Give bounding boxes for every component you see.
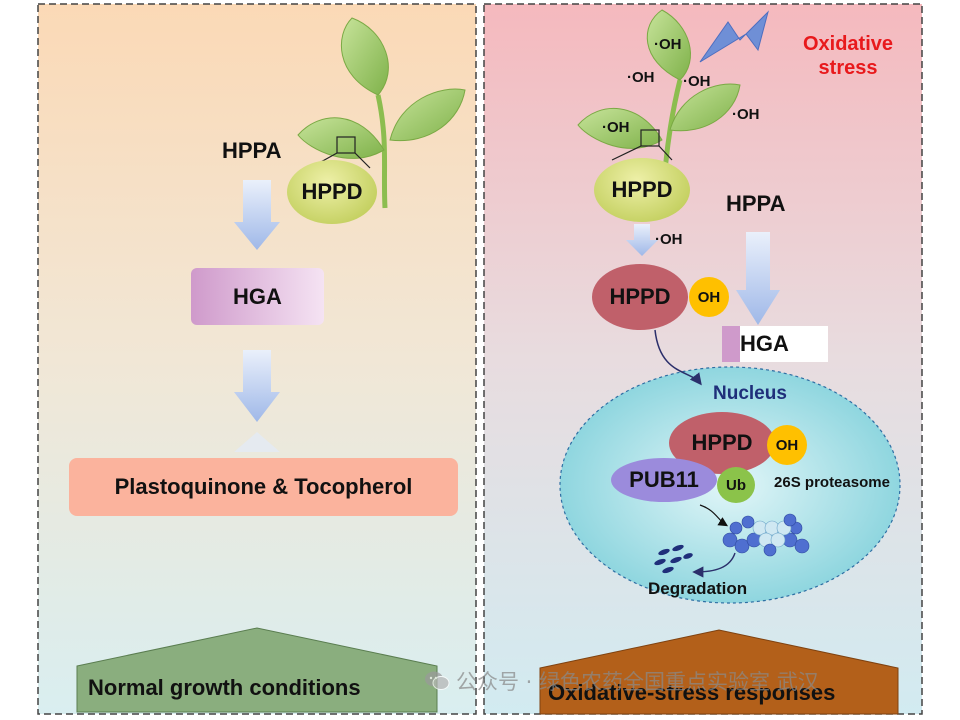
right-plant-icon bbox=[577, 9, 741, 201]
oh-badge-2: OH bbox=[767, 425, 807, 465]
hydroxyl-radical-4: ·OH bbox=[732, 106, 760, 123]
hydroxyl-radical-5: ·OH bbox=[602, 119, 630, 136]
nucleus-label: Nucleus bbox=[713, 383, 787, 404]
right-arrow-large bbox=[736, 232, 780, 325]
left-arrow-2-tail bbox=[234, 432, 280, 452]
right-hppd-enzyme: HPPD bbox=[594, 158, 690, 222]
left-hga-box: HGA bbox=[191, 268, 324, 325]
hydroxyl-radical-2: ·OH bbox=[627, 69, 655, 86]
pub11-e3-ligase: PUB11 bbox=[611, 458, 717, 502]
import-arrow bbox=[654, 329, 702, 386]
oxidized-hppd: HPPD bbox=[592, 264, 688, 330]
left-arrow-1 bbox=[234, 180, 280, 250]
peptide-fragments-icon bbox=[654, 544, 693, 574]
stress-condition-label: Oxidative-stress responses bbox=[548, 680, 836, 705]
ub-arrow bbox=[699, 504, 729, 527]
degradation-label: Degradation bbox=[648, 579, 748, 598]
watermark-text: 公众号 · 绿色农药全国重点实验室 武汉 bbox=[456, 670, 819, 694]
normal-condition-label: Normal growth conditions bbox=[88, 675, 361, 700]
left-hppa-label: HPPA bbox=[222, 138, 282, 163]
left-hppd-enzyme: HPPD bbox=[287, 160, 377, 224]
left-plant-icon bbox=[297, 17, 466, 209]
right-arrow-small bbox=[626, 224, 658, 256]
right-hga-box: HGA bbox=[740, 326, 828, 362]
oxidative-stress-label: Oxidative stress bbox=[802, 33, 894, 79]
oh-badge-1: OH bbox=[689, 277, 729, 317]
lightning-icon bbox=[699, 10, 769, 63]
wechat-icon bbox=[425, 671, 450, 690]
end-product-box: Plastoquinone & Tocopherol bbox=[69, 458, 458, 516]
right-hppa-label: HPPA bbox=[726, 191, 786, 216]
proteasome-label: 26S proteasome bbox=[774, 474, 890, 491]
ubiquitin-badge: Ub bbox=[717, 467, 755, 503]
hydroxyl-radical-1: ·OH bbox=[654, 36, 682, 53]
left-arrow-2 bbox=[234, 350, 280, 422]
proteasome-icon bbox=[722, 513, 810, 557]
watermark: 公众号 · 绿色农药全国重点实验室 武汉 bbox=[424, 666, 819, 696]
hydroxyl-radical-6: ·OH bbox=[655, 231, 683, 248]
stress-condition-shape bbox=[539, 629, 899, 715]
degradation-arrow bbox=[692, 552, 736, 578]
hydroxyl-radical-3: ·OH bbox=[683, 73, 711, 90]
